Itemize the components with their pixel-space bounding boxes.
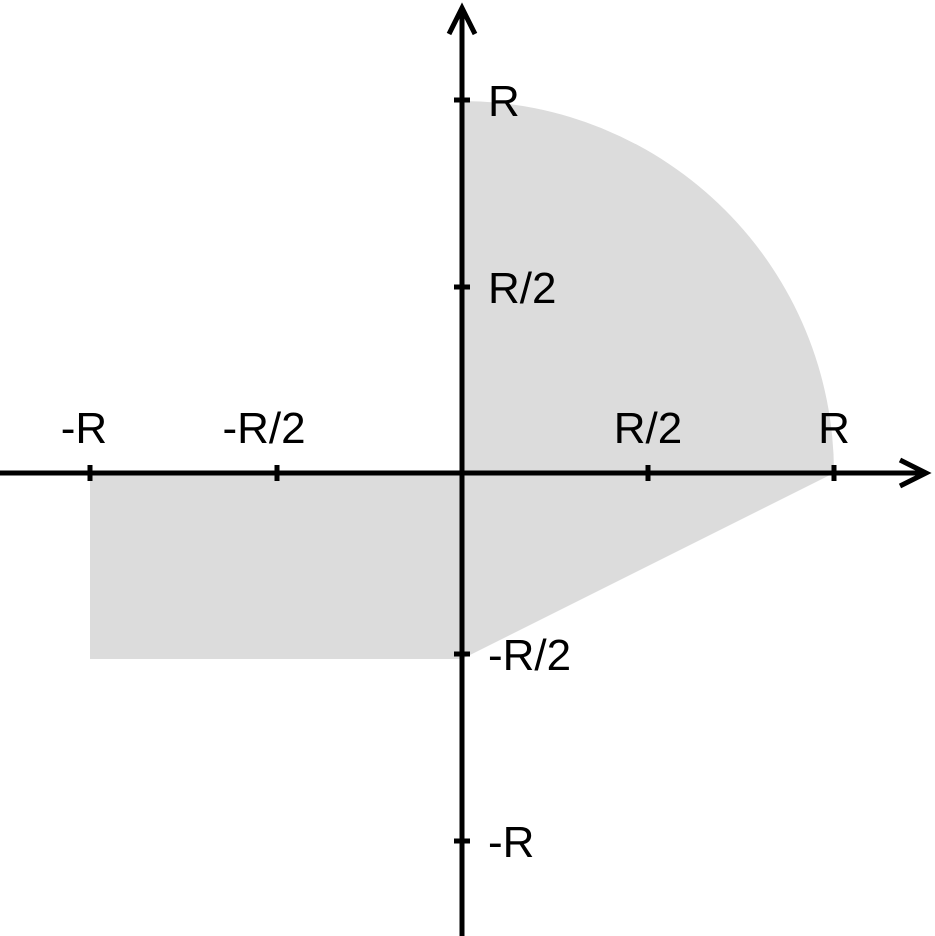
y-tick-r: R [454,77,520,126]
x-tick-half-r: R/2 [614,404,682,481]
y-tick-label-r: R [488,77,520,126]
y-tick-label-neg-r: -R [488,818,534,867]
x-tick-label-half-r: R/2 [614,404,682,453]
x-axis-arrowhead [898,457,932,489]
x-tick-label-r: R [818,404,850,453]
x-tick-label-neg-r: -R [61,404,107,453]
x-tick-neg-half-r: -R/2 [222,404,306,481]
y-tick-label-neg-half-r: -R/2 [488,631,571,680]
y-axis-arrowhead [446,2,478,36]
y-tick-neg-r: -R [454,818,534,867]
x-tick-label-neg-half-r: -R/2 [222,404,305,453]
x-tick-neg-r: -R [61,404,107,481]
x-tick-r: R [818,404,850,481]
y-tick-label-half-r: R/2 [488,264,556,313]
y-tick-half-r: R/2 [454,264,556,313]
y-tick-neg-half-r: -R/2 [454,631,571,680]
